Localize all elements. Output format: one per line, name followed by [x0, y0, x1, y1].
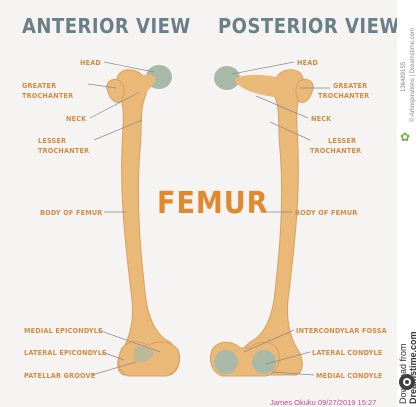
posterior-greater-trochanter — [296, 80, 313, 103]
posterior-femoral-head — [214, 66, 240, 90]
anterior-femur-shaft — [116, 70, 179, 375]
posterior-label-lesser-2: TROCHANTER — [310, 146, 361, 155]
posterior-femur-shaft — [240, 70, 303, 375]
anterior-label-medial-epicondyle: MEDIAL EPICONDYLE — [24, 326, 103, 335]
posterior-neck — [234, 75, 288, 98]
anterior-label-body: BODY OF FEMUR — [40, 208, 102, 217]
posterior-label-lesser-1: LESSER — [328, 136, 356, 145]
watermark-text: James Okuku 09/27/2019 15:27 — [270, 398, 376, 407]
posterior-label-neck: NECK — [311, 114, 331, 123]
anterior-greater-trochanter — [107, 80, 124, 103]
posterior-label-greater-2: TROCHANTER — [318, 91, 369, 100]
anterior-label-lateral-epicondyle: LATERAL EPICONDYLE — [24, 348, 107, 357]
dreamstime-text: Dreamstime.com — [408, 331, 418, 404]
anterior-label-lesser-2: TROCHANTER — [38, 146, 89, 155]
posterior-label-head: HEAD — [297, 58, 318, 67]
femur-title: FEMUR — [157, 186, 268, 221]
anterior-label-greater-2: TROCHANTER — [22, 91, 73, 100]
posterior-label-greater-1: GREATER — [333, 81, 367, 90]
posterior-label-intercondylar-fossa: INTERCONDYLAR FOSSA — [296, 326, 387, 335]
leaf-icon: ✿ — [400, 130, 410, 144]
anterior-label-head: HEAD — [80, 58, 101, 67]
anterior-label-lesser-1: LESSER — [38, 136, 66, 145]
anterior-label-greater-1: GREATER — [22, 81, 56, 90]
stock-credit: © Artinspirations | Dreamstime.com — [410, 28, 416, 122]
stock-id: 136489155 — [401, 62, 407, 92]
anterior-label-neck: NECK — [66, 114, 86, 123]
posterior-label-medial-condyle: MEDIAL CONDYLE — [316, 371, 383, 380]
anterior-label-patellar-groove: PATELLAR GROOVE — [24, 371, 95, 380]
posterior-lateral-condyle-cartilage — [214, 350, 238, 374]
posterior-label-body: BODY OF FEMUR — [295, 208, 357, 217]
posterior-label-lateral-condyle: LATERAL CONDYLE — [312, 348, 382, 357]
dreamstime-logo-icon — [399, 374, 415, 390]
